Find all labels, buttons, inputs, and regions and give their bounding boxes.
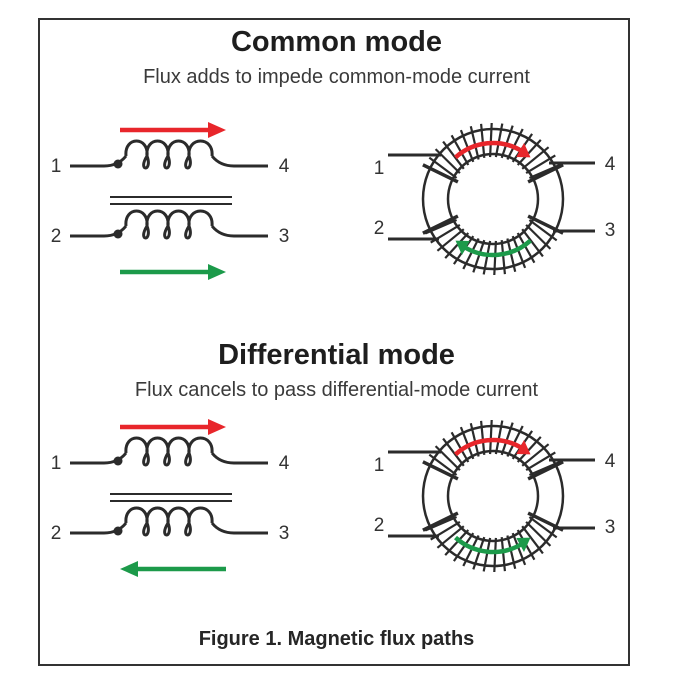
pin-label: 4 xyxy=(279,156,290,177)
toroid-0: 1 4 2 3 xyxy=(374,122,616,276)
bottom-toroid-winding xyxy=(422,511,564,573)
pin-label: 3 xyxy=(605,220,616,241)
pin-label: 2 xyxy=(51,523,62,544)
toroid-1: 1 4 2 3 xyxy=(374,419,616,573)
pin-label: 2 xyxy=(51,226,62,247)
polarity-dot xyxy=(113,456,123,466)
toroid-core-inner xyxy=(446,449,540,543)
inductor-schematic-0: 1 4 2 3 xyxy=(51,122,290,280)
pin-label: 4 xyxy=(279,453,290,474)
top-winding xyxy=(70,436,268,467)
toroid-leads xyxy=(388,450,595,538)
core-lines xyxy=(110,493,232,502)
pin-label: 4 xyxy=(605,451,616,472)
polarity-dot xyxy=(113,229,123,239)
green-flux-arrow xyxy=(120,264,226,280)
top-toroid-winding xyxy=(422,122,564,184)
core-lines xyxy=(110,196,232,205)
toroid-leads xyxy=(388,153,595,241)
pin-label: 1 xyxy=(51,156,62,177)
pin-label: 1 xyxy=(374,455,385,476)
pin-label: 3 xyxy=(279,226,290,247)
polarity-dot xyxy=(113,159,123,169)
pin-label: 1 xyxy=(51,453,62,474)
differential-mode-subtitle: Flux cancels to pass differential-mode c… xyxy=(134,379,539,401)
pin-label: 4 xyxy=(605,154,616,175)
green-flux-arrow xyxy=(453,535,531,555)
pin-label: 2 xyxy=(374,515,385,536)
figure-caption: Figure 1. Magnetic flux paths xyxy=(198,628,475,650)
common-mode-subtitle: Flux adds to impede common-mode current xyxy=(143,66,530,88)
common-mode-title: Common mode xyxy=(230,26,443,58)
red-flux-arrow xyxy=(120,419,226,435)
top-toroid-winding xyxy=(422,419,564,481)
red-flux-arrow xyxy=(120,122,226,138)
pin-label: 2 xyxy=(374,218,385,239)
polarity-dot xyxy=(113,526,123,536)
bottom-winding xyxy=(70,209,268,240)
green-flux-arrow xyxy=(120,561,226,577)
differential-mode-title: Differential mode xyxy=(218,339,455,371)
red-flux-arrow xyxy=(453,437,531,457)
figure-frame xyxy=(38,18,630,666)
red-flux-arrow xyxy=(453,140,531,160)
bottom-winding xyxy=(70,506,268,537)
pin-label: 3 xyxy=(279,523,290,544)
pin-label: 1 xyxy=(374,158,385,179)
top-winding xyxy=(70,139,268,170)
toroid-core-inner xyxy=(446,152,540,246)
pin-label: 3 xyxy=(605,517,616,538)
green-flux-arrow xyxy=(455,238,533,258)
inductor-schematic-1: 1 4 2 3 xyxy=(51,419,290,577)
